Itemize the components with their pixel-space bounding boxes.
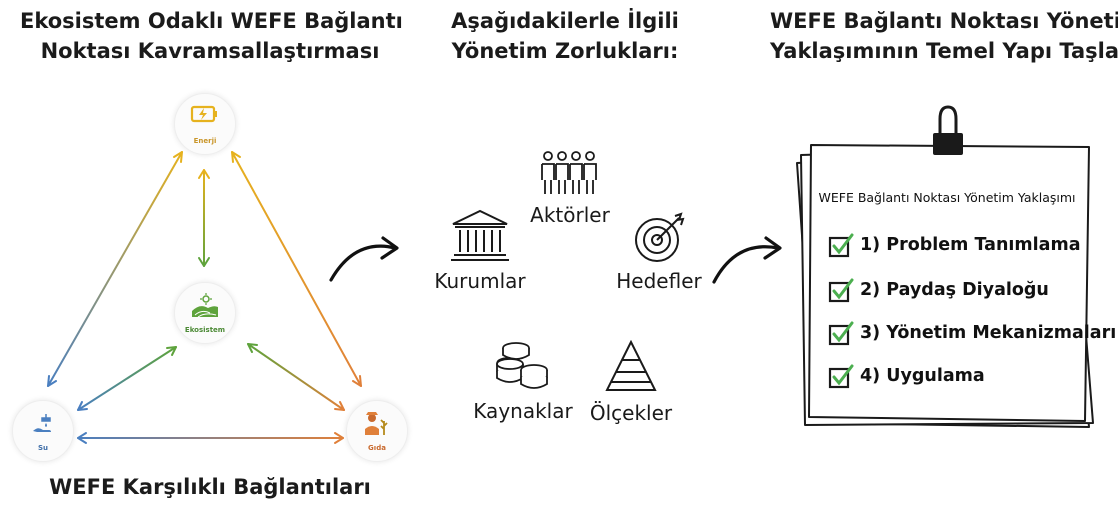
people-group-icon (541, 151, 597, 194)
heading-line: Yaklaşımının Temel Yapı Taşları (770, 39, 1118, 63)
heading-line: Noktası Kavramsallaştırması (40, 39, 380, 63)
challenge-institutions: Kurumlar (425, 208, 535, 293)
node-label: Ekosistem (184, 326, 226, 334)
step-label: 4) Uygulama (860, 366, 985, 386)
heading-wefe-interlinkages: WEFE Karşılıklı Bağlantıları (40, 472, 380, 502)
challenge-scales: Ölçekler (576, 339, 686, 425)
heading-wefe-conceptualization: Ekosistem Odaklı WEFE Bağlantı Noktası K… (20, 6, 403, 66)
farmer-crops-icon (365, 412, 388, 435)
checkbox-checked-icon (828, 233, 854, 258)
challenge-label: Hedefler (616, 269, 702, 293)
arrow-to-clipboard-icon (712, 236, 782, 284)
heading-governance-challenges: Aşağıdakilerle İlgili Yönetim Zorlukları… (440, 6, 690, 66)
heading-line: WEFE Bağlantı Noktası Yönetim (770, 9, 1118, 33)
arrowhead (77, 401, 88, 411)
heading-building-blocks: WEFE Bağlantı Noktası Yönetim Yaklaşımın… (770, 6, 1118, 66)
challenge-actors: Aktörler (520, 150, 620, 227)
link-energy-food (231, 151, 362, 387)
battery-bolt-icon (190, 105, 217, 123)
step-label: 3) Yönetim Mekanizmaları (860, 323, 1117, 343)
challenge-label: Kaynaklar (473, 399, 573, 423)
arrowhead (231, 151, 241, 163)
challenge-resources: Kaynaklar (468, 340, 578, 423)
node-energy: Enerji (174, 93, 236, 155)
arrowhead (334, 432, 344, 444)
arrowhead (47, 375, 57, 387)
arrowhead (198, 169, 210, 179)
coin-stacks-icon (496, 342, 548, 389)
checkbox-checked-icon (828, 321, 854, 346)
heading-line: Aşağıdakilerle İlgili (451, 9, 679, 33)
link-energy-water (47, 151, 183, 387)
node-food: Gıda (346, 400, 408, 462)
node-label: Enerji (193, 137, 217, 145)
node-label: Gıda (368, 444, 386, 452)
step-problem-definition: 1) Problem Tanımlama (828, 230, 1081, 260)
arrowhead (198, 257, 210, 267)
link-ecosystem-water (77, 346, 177, 411)
challenge-goals: Hedefler (604, 212, 714, 293)
node-ecosystem: Ekosistem (174, 282, 236, 344)
arrowhead (166, 346, 177, 356)
institution-building-icon (451, 209, 509, 261)
node-water: Su (12, 400, 74, 462)
checkbox-checked-icon (828, 278, 854, 303)
arrowhead (173, 151, 183, 163)
arrowhead (334, 401, 345, 411)
heading-line: Ekosistem Odaklı WEFE Bağlantı (20, 9, 403, 33)
challenge-label: Ölçekler (589, 401, 673, 425)
arrow-to-challenges-icon (329, 236, 399, 282)
pyramid-scale-icon (605, 339, 657, 391)
node-label: Su (37, 444, 49, 452)
heading-line: WEFE Karşılıklı Bağlantıları (49, 475, 371, 499)
step-label: 1) Problem Tanımlama (860, 235, 1081, 255)
step-governance-mechanisms: 3) Yönetim Mekanizmaları (828, 318, 1116, 348)
step-implementation: 4) Uygulama (828, 361, 985, 391)
arrowhead (352, 375, 362, 387)
step-label: 2) Paydaş Diyaloğu (860, 280, 1049, 300)
challenge-label: Kurumlar (434, 269, 526, 293)
arrowhead (247, 343, 258, 353)
clipboard-title: WEFE Bağlantı Noktası Yönetim Yaklaşımı (818, 190, 1076, 205)
link-ecosystem-food (247, 343, 345, 411)
checkbox-checked-icon (828, 364, 854, 389)
heading-line: Yönetim Zorlukları: (451, 39, 679, 63)
step-stakeholder-dialogue: 2) Paydaş Diyaloğu (828, 275, 1049, 305)
target-dart-icon (635, 212, 685, 262)
water-tap-icon (33, 414, 51, 432)
clipboard-icon (796, 105, 1094, 428)
landscape-sun-icon (192, 293, 218, 318)
arrowhead (77, 432, 87, 444)
challenge-label: Aktörler (530, 203, 610, 227)
